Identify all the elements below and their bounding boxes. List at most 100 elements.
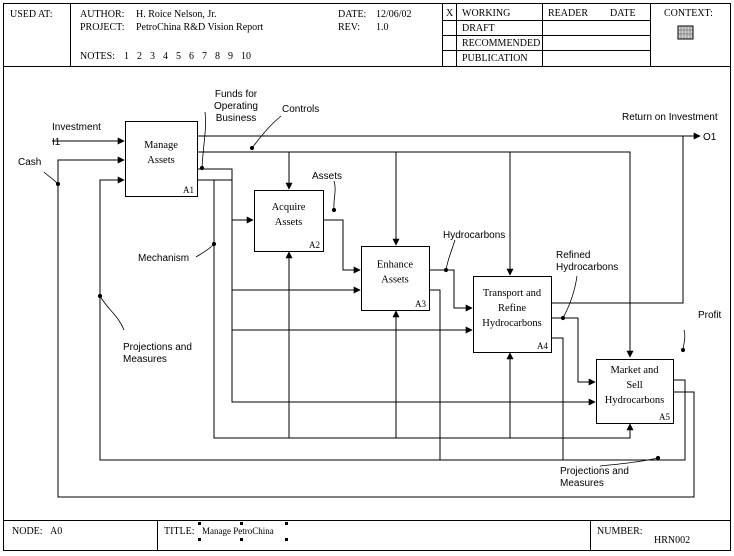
- label-assets: Assets: [312, 171, 342, 182]
- connector-dot: [655, 455, 661, 461]
- connector-dot: [55, 181, 61, 187]
- label-funds: Business: [216, 113, 257, 124]
- label-profit: Profit: [698, 310, 722, 321]
- selection-handle[interactable]: [240, 538, 243, 541]
- rev-value: 1.0: [376, 22, 389, 33]
- box-label: Hydrocarbons: [605, 395, 664, 406]
- box-label: Market and: [610, 365, 659, 376]
- status-draft: DRAFT: [462, 23, 495, 34]
- number-label: NUMBER:: [597, 526, 643, 537]
- box-label: Assets: [147, 155, 174, 166]
- label-refined-hydrocarbons: Refined: [556, 250, 590, 261]
- selection-handle[interactable]: [198, 538, 201, 541]
- note-number[interactable]: 4: [163, 51, 168, 62]
- rev-label: REV:: [338, 22, 361, 33]
- used-at-label: USED AT:: [10, 9, 53, 20]
- note-number[interactable]: 2: [137, 51, 142, 62]
- label-connector: [562, 275, 578, 319]
- context-label: CONTEXT:: [664, 8, 713, 19]
- label-investment: Investment: [52, 122, 101, 133]
- box-label: Refine: [498, 303, 526, 314]
- title-value: Manage PetroChina: [202, 526, 274, 536]
- note-number[interactable]: 9: [228, 51, 233, 62]
- arrow-line: [213, 180, 634, 439]
- author-value: H. Roice Nelson, Jr.: [136, 9, 217, 20]
- form-frame: [3, 3, 731, 551]
- arrow-line: [429, 289, 441, 460]
- arrow-line: [551, 136, 684, 304]
- selection-handle[interactable]: [285, 538, 288, 541]
- selection-handle[interactable]: [198, 522, 201, 525]
- label-funds: Funds for: [215, 89, 258, 100]
- project-value: PetroChina R&D Vision Report: [136, 22, 264, 33]
- note-number[interactable]: 8: [215, 51, 220, 62]
- label-connector: [682, 329, 686, 351]
- label-connector: [251, 115, 282, 149]
- label-funds: Operating: [214, 101, 258, 112]
- connector-dot: [560, 315, 566, 321]
- node-label: NODE:: [12, 526, 43, 537]
- note-number[interactable]: 5: [176, 51, 181, 62]
- arrow-line: [197, 179, 361, 294]
- arrow-line: [231, 330, 596, 406]
- label-connector: [445, 239, 456, 271]
- box-label: Sell: [626, 380, 642, 391]
- box-id: A1: [183, 185, 194, 195]
- label-connector: [43, 171, 59, 185]
- note-number[interactable]: 7: [202, 51, 207, 62]
- label-projections-bottom: Projections and: [560, 466, 629, 477]
- label-cash: Cash: [18, 157, 41, 168]
- box-label: Enhance: [377, 260, 413, 271]
- box-label: Acquire: [272, 202, 306, 213]
- connector-dot: [249, 145, 255, 151]
- activity-boxes: ManageAssetsA1AcquireAssetsA2EnhanceAsse…: [125, 121, 674, 424]
- connector-dot: [97, 293, 103, 299]
- arrow-line: [197, 151, 634, 358]
- note-number[interactable]: 1: [124, 51, 129, 62]
- label-refined-hydrocarbons: Hydrocarbons: [556, 262, 618, 273]
- arrow-line: [551, 337, 564, 460]
- connector-dot: [443, 267, 449, 273]
- author-label: AUTHOR:: [80, 9, 125, 20]
- note-number[interactable]: 3: [150, 51, 155, 62]
- arrow-line: [429, 269, 473, 312]
- note-number[interactable]: 10: [241, 51, 251, 62]
- status-publication: PUBLICATION: [462, 53, 528, 64]
- selection-handle[interactable]: [240, 522, 243, 525]
- connector-dot: [199, 165, 205, 171]
- box-label: Manage: [144, 140, 178, 151]
- node-value: A0: [50, 526, 63, 537]
- arrow-line: [231, 290, 473, 334]
- label-connector: [599, 457, 659, 467]
- connector-dot: [680, 347, 686, 353]
- number-value: HRN002: [654, 535, 691, 546]
- box-id: A2: [309, 240, 320, 250]
- status-recommended: RECOMMENDED: [462, 38, 541, 49]
- notes-label: NOTES:: [80, 51, 115, 62]
- arrow-line: [197, 168, 254, 224]
- project-label: PROJECT:: [80, 22, 125, 33]
- selection-handle[interactable]: [285, 522, 288, 525]
- reader-date-label: DATE: [610, 8, 636, 19]
- label-i1: I1: [52, 137, 61, 148]
- arrow-line: [323, 219, 361, 274]
- box-label: Transport and: [483, 288, 542, 299]
- connector-dot: [331, 207, 337, 213]
- label-hydrocarbons: Hydrocarbons: [443, 230, 505, 241]
- label-mechanism: Mechanism: [138, 253, 189, 264]
- context-icon: [677, 25, 694, 40]
- note-number[interactable]: 6: [189, 51, 194, 62]
- box-id: A4: [537, 341, 548, 351]
- label-return-on-investment: Return on Investment: [622, 112, 718, 123]
- arrow-line: [551, 317, 596, 386]
- box-id: A5: [659, 412, 670, 422]
- box-id: A3: [415, 299, 426, 309]
- connector-dot: [211, 241, 217, 247]
- label-controls: Controls: [282, 104, 319, 115]
